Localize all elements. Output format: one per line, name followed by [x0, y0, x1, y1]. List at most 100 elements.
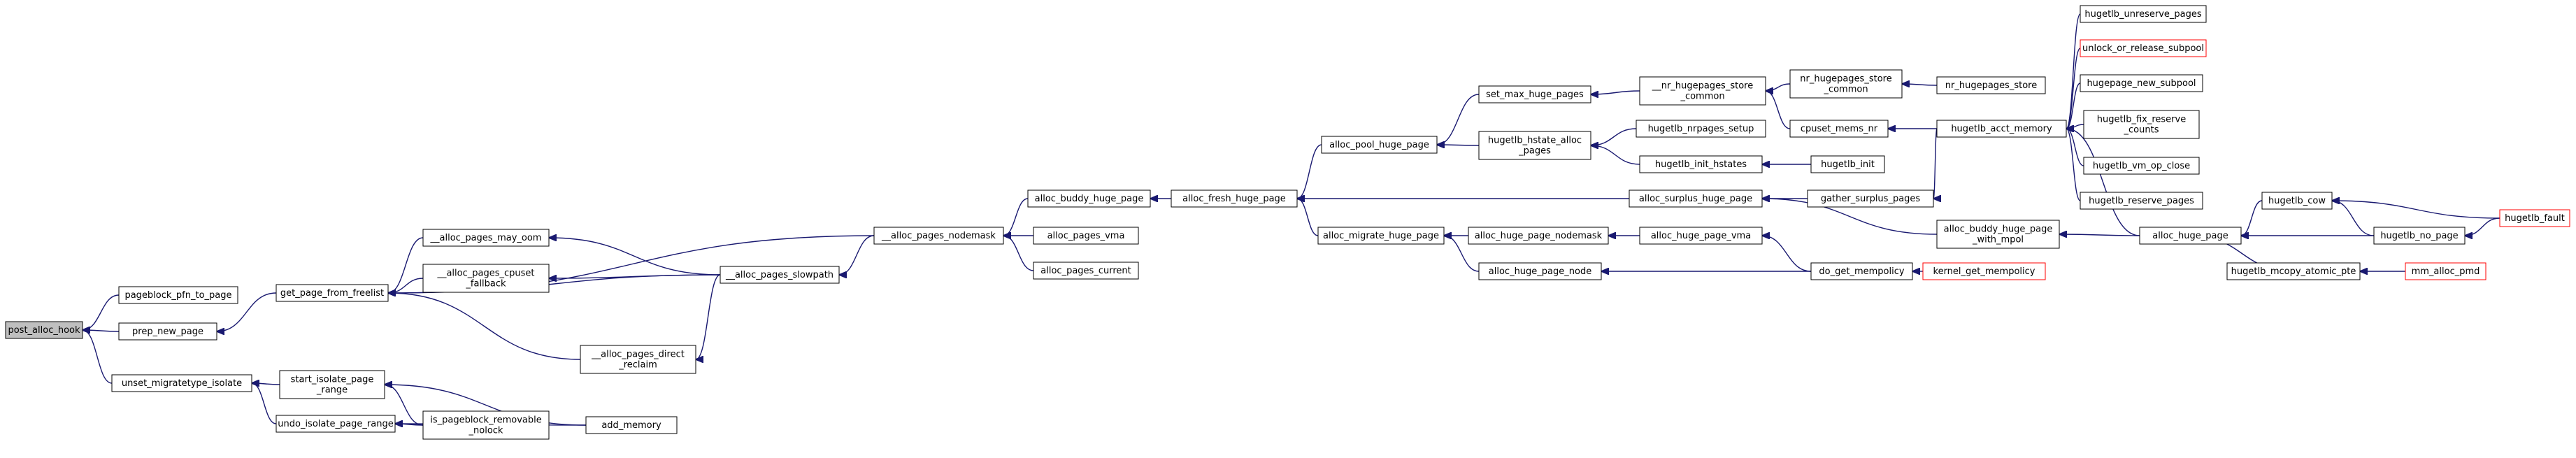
- call-edge: [83, 330, 113, 384]
- graph-node-ahpvma[interactable]: alloc_huge_page_vma: [1639, 227, 1763, 245]
- node-label: gather_surplus_pages: [1821, 194, 1921, 204]
- node-label: hugetlb_fix_reserve: [2097, 115, 2186, 125]
- graph-node-hvoc[interactable]: hugetlb_vm_op_close: [2083, 157, 2200, 175]
- graph-node-ahp[interactable]: alloc_huge_page: [2139, 227, 2242, 245]
- graph-node-uip[interactable]: undo_isolate_page_range: [276, 415, 396, 433]
- node-box: [2080, 192, 2203, 210]
- node-label: _common: [1823, 85, 1868, 95]
- node-label: hugetlb_reserve_pages: [2089, 196, 2194, 206]
- graph-node-apv[interactable]: alloc_pages_vma: [1033, 227, 1139, 245]
- graph-node-nrhsc[interactable]: __nr_hugepages_store_common: [1639, 76, 1766, 106]
- graph-node-hcow[interactable]: hugetlb_cow: [2261, 192, 2333, 210]
- call-edge: [388, 293, 581, 360]
- graph-node-smhp[interactable]: set_max_huge_pages: [1478, 85, 1591, 103]
- graph-node-prep[interactable]: prep_new_page: [118, 322, 217, 341]
- node-label: _counts: [2124, 125, 2159, 136]
- node-label: alloc_pool_huge_page: [1329, 140, 1429, 150]
- graph-node-hinit[interactable]: hugetlb_init: [1810, 155, 1885, 173]
- call-edge: [839, 235, 875, 275]
- graph-node-root[interactable]: post_alloc_hook: [5, 321, 83, 339]
- graph-node-hfrc[interactable]: hugetlb_fix_reserve_counts: [2083, 110, 2200, 139]
- node-box: [2139, 227, 2242, 245]
- graph-node-hup[interactable]: hugetlb_unreserve_pages: [2080, 5, 2207, 23]
- node-box: [720, 266, 840, 284]
- node-label: alloc_pages_current: [1040, 266, 1131, 276]
- graph-node-dgm[interactable]: do_get_mempolicy: [1810, 262, 1913, 280]
- graph-node-nrhs[interactable]: nr_hugepages_store: [1936, 76, 2046, 94]
- call-edge: [1902, 84, 1938, 85]
- node-box: [1478, 85, 1591, 103]
- node-label: hugepage_new_subpool: [2087, 78, 2196, 89]
- call-edge: [1297, 199, 1319, 236]
- graph-node-cmn[interactable]: cpuset_mems_nr: [1789, 120, 1889, 138]
- graph-node-ahpnode[interactable]: alloc_huge_page_node: [1478, 262, 1602, 280]
- graph-node-amhp[interactable]: alloc_migrate_huge_page: [1317, 227, 1445, 245]
- graph-node-apc[interactable]: alloc_pages_current: [1033, 262, 1139, 280]
- call-edge: [1437, 94, 1480, 145]
- graph-node-gsp[interactable]: gather_surplus_pages: [1807, 189, 1934, 208]
- graph-node-apn[interactable]: __alloc_pages_nodemask: [873, 227, 1004, 245]
- graph-node-abhp[interactable]: alloc_buddy_huge_page: [1027, 189, 1151, 208]
- graph-node-addmem[interactable]: add_memory: [585, 416, 678, 434]
- graph-node-ash[interactable]: alloc_surplus_huge_page: [1629, 189, 1763, 208]
- graph-node-hnp[interactable]: hugetlb_no_page: [2373, 227, 2466, 245]
- node-label: hugetlb_hstate_alloc: [1488, 136, 1582, 146]
- graph-node-nrhsc2[interactable]: nr_hugepages_store_common: [1789, 69, 1903, 99]
- graph-node-hrp[interactable]: hugetlb_reserve_pages: [2080, 192, 2203, 210]
- graph-node-hhap[interactable]: hugetlb_hstate_alloc_pages: [1478, 131, 1591, 160]
- node-box: [422, 410, 550, 440]
- node-label: mm_alloc_pmd: [2412, 266, 2480, 277]
- node-box: [111, 374, 252, 392]
- node-box: [279, 370, 385, 399]
- graph-node-kgm[interactable]: kernel_get_mempolicy: [1922, 262, 2046, 280]
- node-box: [276, 415, 396, 433]
- node-label: alloc_buddy_huge_page: [1944, 224, 2053, 235]
- node-box: [2499, 209, 2570, 227]
- node-label: get_page_from_freelist: [280, 288, 384, 299]
- call-edge: [549, 274, 721, 278]
- node-box: [2083, 110, 2200, 139]
- graph-node-hih[interactable]: hugetlb_init_hstates: [1639, 155, 1763, 173]
- graph-node-afhp[interactable]: alloc_fresh_huge_page: [1171, 189, 1298, 208]
- node-box: [2261, 192, 2333, 210]
- call-edge: [1762, 236, 1812, 272]
- graph-node-aphp[interactable]: alloc_pool_huge_page: [1321, 136, 1438, 154]
- graph-node-sip[interactable]: start_isolate_page_range: [279, 370, 385, 399]
- node-label: __alloc_pages_nodemask: [881, 231, 996, 241]
- node-label: set_max_huge_pages: [1486, 90, 1584, 100]
- graph-node-apcf[interactable]: __alloc_pages_cpuset_fallback: [422, 264, 550, 293]
- node-box: [1468, 227, 1609, 245]
- graph-node-apmo[interactable]: __alloc_pages_may_oom: [422, 229, 550, 247]
- graph-node-unset[interactable]: unset_migratetype_isolate: [111, 374, 252, 392]
- graph-node-gpff[interactable]: get_page_from_freelist: [276, 284, 389, 302]
- graph-node-ipr[interactable]: is_pageblock_removable_nolock: [422, 410, 550, 440]
- graph-node-apdr[interactable]: __alloc_pages_direct_reclaim: [580, 345, 696, 374]
- call-edge: [385, 385, 587, 426]
- node-box: [1317, 227, 1445, 245]
- graph-node-ham[interactable]: hugetlb_acct_memory: [1936, 120, 2067, 138]
- call-edge: [1762, 199, 1938, 235]
- node-box: [118, 286, 238, 304]
- graph-node-hnrs[interactable]: hugetlb_nrpages_setup: [1636, 120, 1766, 138]
- graph-node-pfn[interactable]: pageblock_pfn_to_page: [118, 286, 238, 304]
- node-label: cpuset_mems_nr: [1801, 124, 1878, 134]
- call-edge: [2465, 217, 2500, 236]
- graph-node-hmap[interactable]: hugetlb_mcopy_atomic_pte: [2226, 262, 2361, 280]
- node-label: post_alloc_hook: [8, 325, 80, 336]
- call-edge: [395, 424, 424, 425]
- node-box: [1321, 136, 1438, 154]
- node-label: nr_hugepages_store: [1800, 74, 1891, 85]
- graph-node-aps[interactable]: __alloc_pages_slowpath: [720, 266, 840, 284]
- graph-node-ahpn[interactable]: alloc_huge_page_nodemask: [1468, 227, 1609, 245]
- graph-node-mmap[interactable]: mm_alloc_pmd: [2405, 262, 2486, 280]
- graph-node-hfault[interactable]: hugetlb_fault: [2499, 209, 2570, 227]
- graph-node-abhpm[interactable]: alloc_buddy_huge_page_with_mpol: [1936, 220, 2060, 249]
- graph-node-hns[interactable]: hugepage_new_subpool: [2080, 74, 2203, 92]
- graph-node-uors[interactable]: unlock_or_release_subpool: [2080, 39, 2207, 57]
- node-label: pageblock_pfn_to_page: [124, 290, 231, 301]
- node-box: [2080, 5, 2207, 23]
- node-box: [276, 284, 389, 302]
- call-edge: [2241, 200, 2263, 236]
- call-edge: [2332, 201, 2500, 219]
